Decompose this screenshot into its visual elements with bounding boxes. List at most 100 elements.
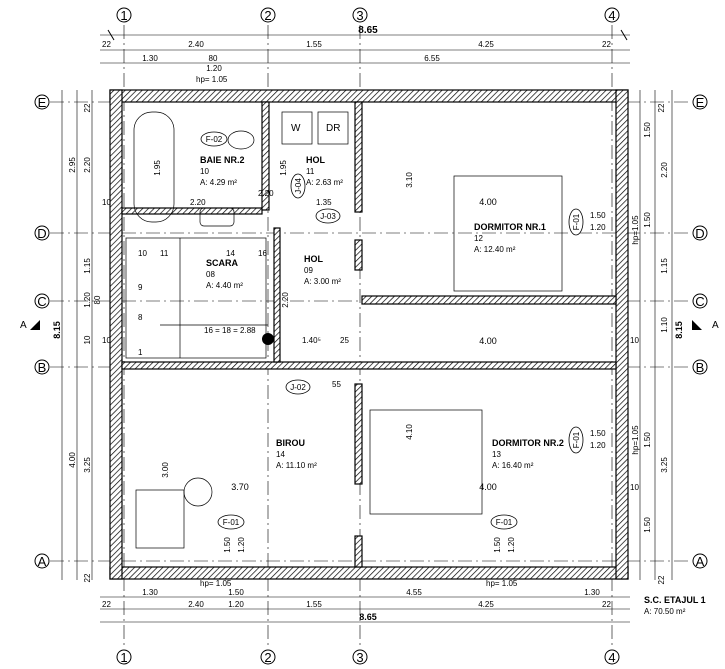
tag-j03: J-03 (320, 212, 336, 221)
svg-text:4.00: 4.00 (479, 197, 497, 207)
svg-text:80: 80 (93, 295, 102, 304)
svg-text:6.55: 6.55 (424, 54, 440, 63)
svg-text:8.15: 8.15 (52, 321, 62, 339)
svg-text:8.15: 8.15 (674, 321, 684, 339)
svg-text:9: 9 (138, 283, 143, 292)
svg-text:4.25: 4.25 (478, 40, 494, 49)
svg-text:hp= 1.05: hp= 1.05 (196, 75, 228, 84)
room-hol-11-num: 11 (306, 167, 315, 176)
axis-label-1-top: 1 (120, 8, 127, 23)
svg-text:1.20: 1.20 (206, 64, 222, 73)
svg-text:1.15: 1.15 (660, 258, 669, 274)
svg-text:2.95: 2.95 (68, 157, 77, 173)
svg-text:22: 22 (83, 573, 92, 582)
section-mark-right: A (712, 320, 719, 331)
axis-label-D-right: D (695, 226, 704, 241)
room-scara-area: A: 4.40 m² (206, 281, 243, 290)
room-hol-09-name: HOL (304, 254, 324, 264)
svg-text:1.50: 1.50 (228, 588, 244, 597)
grid-axes (50, 25, 690, 648)
svg-text:8: 8 (138, 313, 143, 322)
svg-text:1.20: 1.20 (590, 223, 606, 232)
bathtub-icon (133, 111, 175, 223)
svg-text:1.50: 1.50 (590, 211, 606, 220)
room-birou-num: 14 (276, 450, 285, 459)
svg-text:3.70: 3.70 (231, 482, 249, 492)
svg-text:3.25: 3.25 (660, 457, 669, 473)
svg-text:22: 22 (657, 575, 666, 584)
room-dormitor-1-name: DORMITOR NR.1 (474, 222, 546, 232)
svg-text:1.35: 1.35 (316, 198, 332, 207)
svg-text:hp= 1.05: hp= 1.05 (200, 579, 232, 588)
svg-text:10: 10 (138, 249, 147, 258)
svg-text:4.00: 4.00 (479, 482, 497, 492)
room-scara-name: SCARA (206, 258, 239, 268)
dimensions-left: 8.15 2.95 4.00 22 2.20 1.15 1.20 10 3.25… (52, 90, 111, 582)
axis-label-3-top: 3 (356, 8, 363, 23)
section-markers: A A (20, 320, 719, 331)
room-hol-09-area: A: 3.00 m² (304, 277, 341, 286)
room-birou-area: A: 11.10 m² (276, 461, 317, 470)
svg-text:1.50: 1.50 (590, 429, 606, 438)
washer-label: W (291, 123, 301, 134)
axis-label-E-left: E (38, 95, 47, 110)
svg-text:10: 10 (83, 335, 92, 344)
room-hol-11-area: A: 2.63 m² (306, 178, 343, 187)
svg-text:14: 14 (226, 249, 235, 258)
svg-text:1: 1 (138, 348, 143, 357)
tag-f01-dormitor-2-side: F-01 (572, 431, 581, 448)
room-scara-num: 08 (206, 270, 215, 279)
axis-label-1-bottom: 1 (120, 650, 127, 665)
svg-text:22: 22 (657, 103, 666, 112)
svg-text:1.10: 1.10 (660, 317, 669, 333)
svg-text:1.15: 1.15 (83, 258, 92, 274)
chair-icon (183, 477, 213, 507)
room-baie-area: A: 4.29 m² (200, 178, 237, 187)
axis-label-C-left: C (37, 294, 46, 309)
title-area: A: 70.50 m² (644, 607, 686, 616)
svg-text:55: 55 (332, 380, 341, 389)
window-dims: 1.50 1.20 1.50 1.20 1.50 1.20 1.50 1.20 (223, 211, 606, 553)
axis-label-2-top: 2 (264, 8, 271, 23)
svg-text:22: 22 (602, 40, 611, 49)
tag-f01-dormitor-1: F-01 (572, 213, 581, 230)
svg-text:4.55: 4.55 (406, 588, 422, 597)
room-dormitor-2-name: DORMITOR NR.2 (492, 438, 564, 448)
joinery-tags: F-02 F-01 F-01 F-01 F-01 J-02 J-03 J-04 (200, 131, 584, 530)
svg-text:11: 11 (160, 249, 169, 258)
tag-j04: J-04 (294, 178, 303, 194)
room-birou-name: BIROU (276, 438, 305, 448)
svg-text:8.65: 8.65 (358, 25, 378, 36)
bed-2-icon (369, 409, 483, 515)
dimensions-top: 8.65 22 2.40 1.55 4.25 22 1.30 80 6.55 1… (100, 25, 630, 84)
svg-text:2.20: 2.20 (281, 292, 290, 308)
axis-bubbles: 1 2 3 4 1 2 3 4 E D C B A E D C B A (34, 7, 708, 665)
bed-1-icon (453, 175, 563, 292)
svg-text:4.00: 4.00 (68, 452, 77, 468)
axis-label-A-left: A (38, 554, 47, 569)
svg-text:10: 10 (630, 336, 639, 345)
dryer-label: DR (326, 123, 340, 134)
tag-j02-birou: J-02 (290, 383, 306, 392)
tag-f02: F-02 (206, 135, 223, 144)
dimensions-right: 8.15 1.50 2.20 1.50 1.15 1.10 1.50 3.25 … (630, 90, 684, 584)
axis-label-C-right: C (695, 294, 704, 309)
room-dormitor-1-area: A: 12.40 m² (474, 245, 516, 254)
axis-label-D-left: D (37, 226, 46, 241)
svg-text:1.50: 1.50 (643, 432, 652, 448)
svg-text:1.20: 1.20 (507, 537, 516, 553)
svg-text:22: 22 (83, 103, 92, 112)
svg-text:1.50: 1.50 (643, 212, 652, 228)
section-mark-left: A (20, 320, 27, 331)
room-dormitor-2-area: A: 16.40 m² (492, 461, 534, 470)
svg-text:1.95: 1.95 (279, 160, 288, 176)
svg-text:2.40: 2.40 (188, 40, 204, 49)
svg-text:1.30: 1.30 (584, 588, 600, 597)
svg-text:4.25: 4.25 (478, 600, 494, 609)
svg-text:25: 25 (340, 336, 349, 345)
room-hol-11-name: HOL (306, 155, 326, 165)
axis-label-E-right: E (696, 95, 705, 110)
svg-text:22: 22 (102, 600, 111, 609)
axis-label-3-bottom: 3 (356, 650, 363, 665)
